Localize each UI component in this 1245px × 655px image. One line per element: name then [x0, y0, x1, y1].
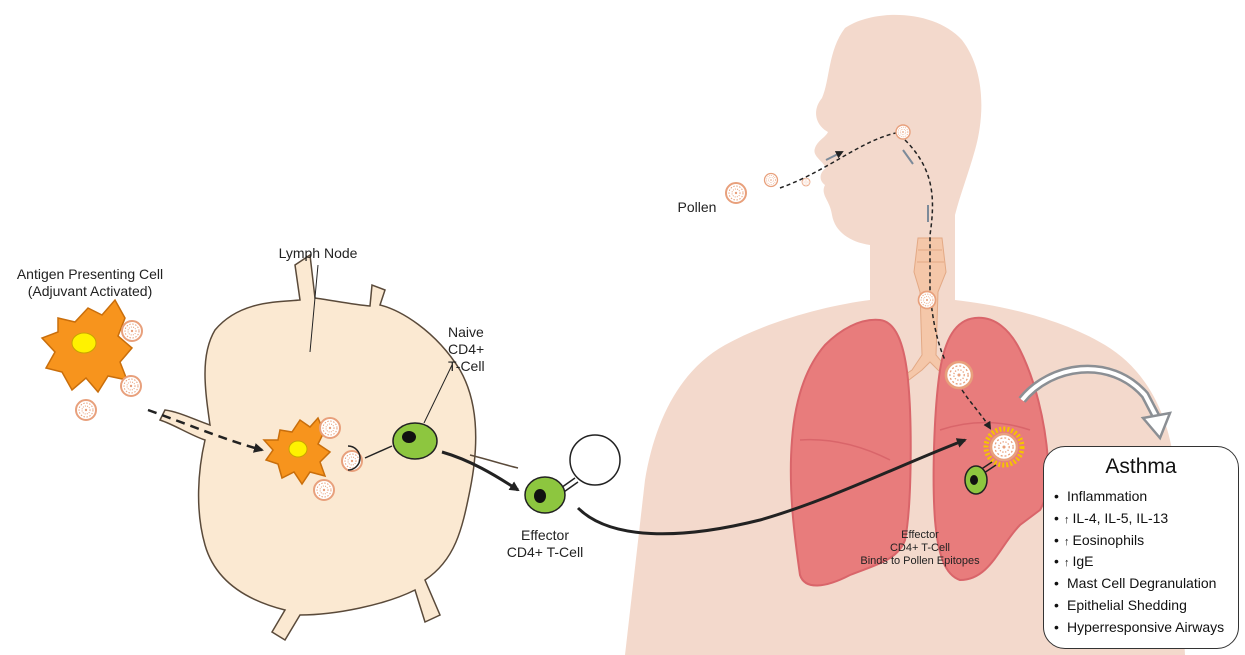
pollen-on-apc-3: [76, 400, 96, 420]
pollen-on-apc-1: [122, 321, 142, 341]
pollen-inside-3: [314, 480, 334, 500]
effector-label-line1: Effector: [495, 527, 595, 544]
binds-label-line3: Binds to Pollen Epitopes: [845, 555, 995, 568]
lymph-node-label: Lymph Node: [268, 245, 368, 262]
pollen-label: Pollen: [672, 199, 722, 216]
list-item: •↑IL-4, IL-5, IL-13: [1054, 509, 1224, 531]
apc-label-line2: (Adjuvant Activated): [2, 283, 178, 300]
binds-label: Effector CD4+ T-Cell Binds to Pollen Epi…: [845, 529, 995, 569]
naive-label-line3: T-Cell: [448, 358, 498, 375]
naive-label-line1: Naive: [448, 324, 498, 341]
list-item: •Epithelial Shedding: [1054, 596, 1224, 618]
pollen-on-apc-2: [121, 376, 141, 396]
list-item: •↑IgE: [1054, 552, 1224, 574]
pollen-inside-1: [320, 418, 340, 438]
up-arrow-icon: ↑: [1064, 536, 1070, 548]
list-item: •↑Eosinophils: [1054, 531, 1224, 553]
apc-cell-outside: [42, 300, 142, 420]
binds-label-line2: CD4+ T-Cell: [845, 542, 995, 555]
naive-label-line2: CD4+: [448, 341, 498, 358]
lymph-node: [160, 255, 518, 640]
list-item: •Hyperresponsive Airways: [1054, 618, 1224, 640]
apc-label-line1: Antigen Presenting Cell: [2, 266, 178, 283]
apc-label: Antigen Presenting Cell (Adjuvant Activa…: [2, 266, 178, 300]
naive-t-cell-label: Naive CD4+ T-Cell: [448, 324, 498, 374]
list-item: •Mast Cell Degranulation: [1054, 574, 1224, 596]
asthma-symptom-list: •Inflammation •↑IL-4, IL-5, IL-13 •↑Eosi…: [1054, 487, 1224, 640]
pollen-grain-large: [726, 183, 746, 203]
up-arrow-icon: ↑: [1064, 557, 1070, 569]
effector-label-line2: CD4+ T-Cell: [495, 544, 595, 561]
effector-t-cell-label: Effector CD4+ T-Cell: [495, 527, 595, 561]
list-item: •Inflammation: [1054, 487, 1224, 509]
asthma-title: Asthma: [1044, 455, 1238, 479]
asthma-box: Asthma •Inflammation •↑IL-4, IL-5, IL-13…: [1043, 446, 1239, 649]
effector-t-cell: [525, 435, 620, 513]
binds-label-line1: Effector: [845, 529, 995, 542]
up-arrow-icon: ↑: [1064, 514, 1070, 526]
